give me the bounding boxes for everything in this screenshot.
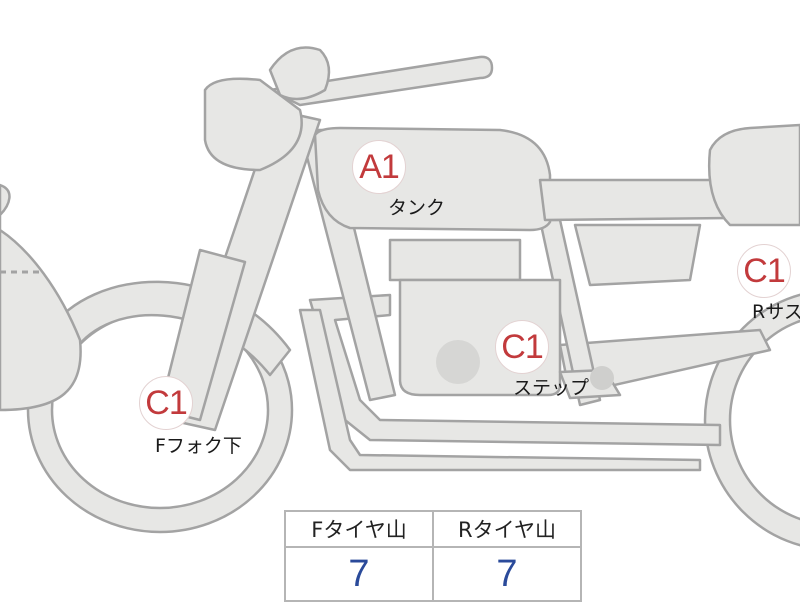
exhaust-pipe-2 <box>298 308 702 472</box>
engine-top <box>388 238 522 282</box>
engine-cover <box>436 340 480 384</box>
rear-tire-tread-header: Rタイヤ山 <box>432 510 582 548</box>
rear-cowl <box>707 123 800 227</box>
handlebar <box>268 55 494 107</box>
front-tire-tread-value: 7 <box>284 546 434 602</box>
grade-badge-front-fork: C1 <box>139 376 193 430</box>
grade-badge-tank: A1 <box>352 140 406 194</box>
side-cover <box>573 223 702 287</box>
front-cowl <box>0 183 82 412</box>
meter <box>268 46 331 101</box>
part-label-front-fork: Fフォク下 <box>155 435 242 457</box>
rear-wheel <box>703 293 800 547</box>
front-tire-tread-header: Fタイヤ山 <box>284 510 434 548</box>
part-label-step: ステップ <box>513 377 590 399</box>
grade-badge-rear-suspension: C1 <box>737 244 791 298</box>
headlight <box>203 77 303 172</box>
fork-lower <box>158 248 247 422</box>
rear-tire-tread-value: 7 <box>432 546 582 602</box>
grade-badge-step: C1 <box>495 320 549 374</box>
part-label-rear-suspension: Rサス <box>752 301 800 323</box>
footrest-peg <box>590 366 614 390</box>
tire-tread-table: Fタイヤ山 Rタイヤ山 7 7 <box>284 510 582 602</box>
part-label-tank: タンク <box>388 197 446 219</box>
